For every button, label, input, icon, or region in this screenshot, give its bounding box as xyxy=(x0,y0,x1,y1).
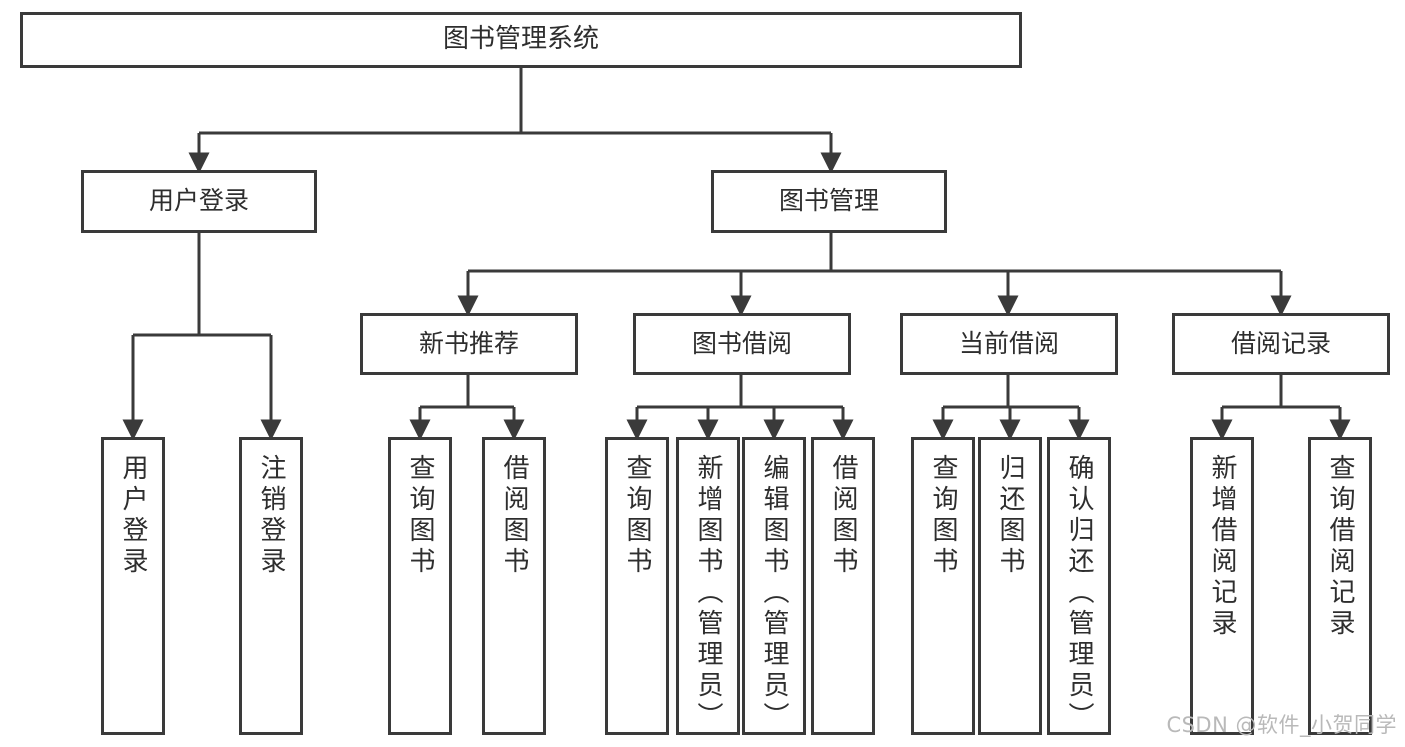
node-book-borrow[interactable]: 图书借阅 xyxy=(633,313,851,375)
csdn-watermark: CSDN @软件_小贺同学 xyxy=(1166,713,1397,737)
leaf-query-borrow-record[interactable]: 查询借阅记录 xyxy=(1308,437,1372,735)
leaf-add-book-admin[interactable]: 新增图书（管理员） xyxy=(676,437,740,735)
node-label: 注销登录 xyxy=(256,454,286,578)
node-label: 图书借阅 xyxy=(691,328,792,358)
leaf-confirm-return-admin[interactable]: 确认归还（管理员） xyxy=(1047,437,1111,735)
leaf-borrow-book-newbook[interactable]: 借阅图书 xyxy=(482,437,546,735)
node-current-borrow[interactable]: 当前借阅 xyxy=(900,313,1118,375)
node-label: 新增图书（管理员） xyxy=(693,454,723,733)
node-book-management-system[interactable]: 图书管理系统 xyxy=(20,12,1022,68)
node-label: 确认归还（管理员） xyxy=(1064,454,1094,733)
leaf-user-login[interactable]: 用户登录 xyxy=(101,437,165,735)
node-label: 查询图书 xyxy=(405,454,435,578)
node-label: 查询图书 xyxy=(928,454,958,578)
node-label: 用户登录 xyxy=(118,454,148,578)
node-borrow-record[interactable]: 借阅记录 xyxy=(1172,313,1390,375)
node-user-login[interactable]: 用户登录 xyxy=(81,170,317,233)
leaf-query-book-current[interactable]: 查询图书 xyxy=(911,437,975,735)
leaf-query-book-borrow[interactable]: 查询图书 xyxy=(605,437,669,735)
leaf-add-borrow-record[interactable]: 新增借阅记录 xyxy=(1190,437,1254,735)
leaf-return-book[interactable]: 归还图书 xyxy=(978,437,1042,735)
leaf-edit-book-admin[interactable]: 编辑图书（管理员） xyxy=(742,437,806,735)
node-label: 查询图书 xyxy=(622,454,652,578)
node-label: 图书管理 xyxy=(778,186,879,216)
node-label: 当前借阅 xyxy=(958,328,1059,358)
node-label: 查询借阅记录 xyxy=(1325,454,1355,640)
node-label: 归还图书 xyxy=(995,454,1025,578)
leaf-logout[interactable]: 注销登录 xyxy=(239,437,303,735)
leaf-query-book-newbook[interactable]: 查询图书 xyxy=(388,437,452,735)
node-book-management[interactable]: 图书管理 xyxy=(711,170,947,233)
node-label: 用户登录 xyxy=(148,186,249,216)
node-label: 新增借阅记录 xyxy=(1207,454,1237,640)
leaf-borrow-book-borrow[interactable]: 借阅图书 xyxy=(811,437,875,735)
node-label: 编辑图书（管理员） xyxy=(759,454,789,733)
node-label: 借阅图书 xyxy=(499,454,529,578)
node-new-book-recommend[interactable]: 新书推荐 xyxy=(360,313,578,375)
node-label: 新书推荐 xyxy=(418,328,519,358)
node-label: 借阅图书 xyxy=(828,454,858,578)
node-label: 借阅记录 xyxy=(1230,328,1331,358)
node-label: 图书管理系统 xyxy=(442,24,599,55)
